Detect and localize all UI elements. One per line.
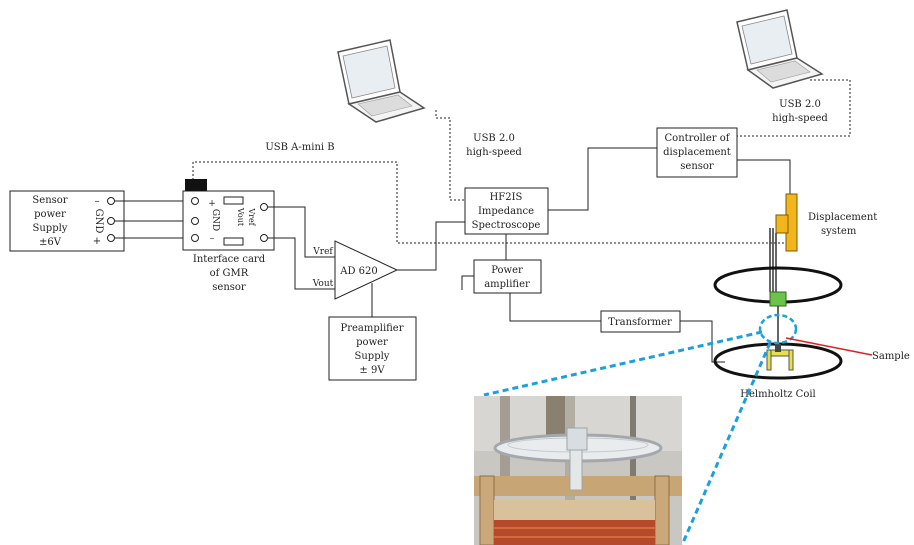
probe [769,291,787,307]
card-pin-plus: + [208,199,216,209]
usb-hs-left-label-2: high-speed [466,147,522,158]
card-pin-gnd: GND [210,209,220,231]
preamp-label-1: Preamplifier [340,323,403,334]
interface-card: + GND – Vout Vref Interface card of GMR … [182,179,275,293]
sensor-supply-label-4: ±6V [39,237,62,248]
usb-mini-cable [192,161,785,244]
sensor-supply-plus: + [93,236,101,247]
preamp-label-4: ± 9V [359,365,385,376]
setup-photo [474,396,682,545]
card-vout: Vout [236,207,245,227]
card-label-1: Interface card [193,254,266,265]
controller-label-3: sensor [680,161,714,172]
power-amplifier: Power amplifier [473,259,542,294]
usb-cable-right [737,79,851,137]
sensor-supply-gnd: GND [93,209,104,234]
displacement-system: Displacement system [775,193,877,252]
hf2is-impedance-spectroscope: HF2IS Impedance Spectroscope [464,187,549,235]
usb-hs-right-label-2: high-speed [772,113,828,124]
card-vref: Vref [247,207,256,226]
hf2is-label-1: HF2IS [490,192,523,203]
controller-label-2: displacement [663,147,731,158]
preamp-label-2: power [356,337,388,348]
displacement-controller: Controller of displacement sensor [656,127,738,178]
usb-mini-label: USB A-mini B [265,142,334,153]
zoom-line-left [483,330,763,397]
sample-holder [766,344,794,371]
usb-connector [185,179,207,191]
power-amp-label-2: amplifier [484,279,530,290]
usb-hs-right-label-1: USB 2.0 [779,99,821,110]
amplifier-vout: Vout [312,279,334,289]
laptop-icon [337,39,426,123]
laptop-icon [736,9,824,89]
amplifier-label: AD 620 [339,266,378,277]
preamplifier-power-supply: Preamplifier power Supply ± 9V [328,316,417,381]
sensor-supply-minus: – [95,196,100,207]
hf2is-label-3: Spectroscope [472,220,541,231]
coil-label: Helmholtz Coil [740,389,816,400]
sensor-supply-label-2: power [34,209,66,220]
sensor-power-supply: Sensor power Supply ±6V GND – + [9,190,125,252]
displacement-label-2: system [821,226,857,237]
zoom-line-right [680,342,772,545]
hf2is-label-2: Impedance [478,206,534,217]
usb-cable-left [435,110,465,201]
zoom-circle [758,313,798,345]
preamp-label-3: Supply [355,351,390,362]
sensor-supply-label-1: Sensor [32,195,67,206]
card-pin-minus: – [210,234,215,244]
ground-symbol [461,275,474,290]
controller-label-1: Controller of [665,133,731,144]
sample-label: Sample [872,351,910,362]
sensor-supply-label-3: Supply [33,223,68,234]
transformer: Transformer [600,310,681,333]
transformer-label: Transformer [608,317,672,328]
displacement-label-1: Displacement [808,212,877,223]
amplifier-vref: Vref [312,247,333,257]
ad620-amplifier: AD 620 Vref Vout [312,240,399,300]
card-label-3: sensor [212,282,246,293]
card-label-2: of GMR [210,268,249,279]
sample-arrow [785,337,873,356]
power-amp-label-1: Power [491,265,523,276]
usb-hs-left-label-1: USB 2.0 [473,133,515,144]
